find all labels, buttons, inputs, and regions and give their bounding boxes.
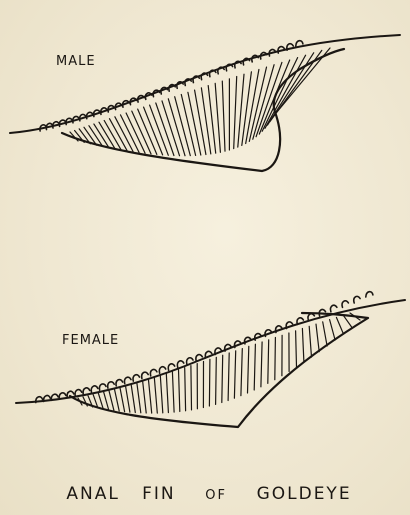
caption-word-goldeye: Goldeye — [257, 484, 352, 504]
fin-ray — [215, 83, 220, 152]
male-fin-rays — [70, 48, 330, 156]
fin-ray — [309, 326, 311, 357]
fin-ray — [234, 351, 235, 398]
scale-mark — [366, 292, 373, 297]
scale-mark — [342, 301, 348, 308]
fin-ray — [275, 338, 276, 380]
fin-ray — [179, 370, 180, 412]
fin-ray — [137, 383, 141, 413]
scale-mark — [125, 377, 131, 383]
fin-ray — [160, 375, 163, 413]
fin-ray — [296, 331, 297, 367]
figure-caption: Anal Fin of Goldeye — [34, 486, 384, 503]
fin-ray — [316, 324, 319, 352]
fin-ray — [330, 320, 336, 340]
caption-word-of: of — [205, 488, 227, 503]
male-fin-outline — [62, 49, 344, 171]
fin-ray — [323, 322, 327, 346]
male-label: Male — [56, 55, 96, 68]
fin-ray — [185, 368, 186, 411]
caption-word-anal: Anal — [66, 484, 119, 504]
scale-mark — [99, 384, 106, 390]
fin-ray — [254, 344, 255, 390]
female-label: Female — [62, 334, 119, 347]
caption-word-fin: Fin — [142, 484, 176, 504]
fin-ray — [209, 359, 210, 406]
fin-ray — [131, 384, 135, 412]
fin-ray — [166, 374, 168, 413]
fin-ray — [104, 392, 109, 410]
scale-mark — [150, 369, 156, 375]
fin-ray — [234, 77, 237, 149]
scale-mark — [354, 296, 360, 303]
fin-ray — [216, 357, 217, 404]
fin-ray — [143, 381, 147, 413]
female-fin-outline — [70, 313, 368, 427]
fin-ray — [261, 342, 262, 387]
female-fin-rays — [78, 313, 360, 413]
fin-ray — [191, 366, 192, 410]
fin-ray — [98, 393, 103, 409]
fin-ray — [114, 389, 119, 411]
scale-mark — [133, 375, 139, 381]
scale-mark — [142, 372, 149, 378]
fin-ray — [154, 377, 157, 413]
scale-mark — [296, 41, 303, 46]
fin-ray — [120, 387, 125, 411]
fin-ray — [222, 355, 223, 402]
scale-mark — [116, 380, 123, 386]
fin-ray — [228, 353, 229, 401]
fin-ray — [109, 390, 114, 410]
fin-ray — [181, 95, 195, 156]
fin-ray — [188, 92, 201, 155]
fin-ray — [268, 340, 269, 384]
fin-ray — [248, 346, 249, 393]
fin-ray — [241, 349, 242, 396]
scale-mark — [331, 305, 337, 312]
fin-ray — [302, 329, 304, 363]
fin-ray — [172, 372, 174, 413]
scale-mark — [83, 388, 90, 394]
female-fin-drawing — [16, 292, 405, 427]
fin-ray — [336, 317, 343, 333]
fin-ray — [343, 315, 351, 327]
fin-ray — [126, 386, 130, 412]
fin-ray — [83, 397, 87, 406]
scale-mark — [91, 386, 98, 392]
fin-ray — [148, 379, 151, 413]
fin-ray — [222, 81, 225, 151]
scale-mark — [159, 367, 165, 373]
fin-ray — [195, 90, 206, 154]
scale-mark — [108, 382, 114, 388]
